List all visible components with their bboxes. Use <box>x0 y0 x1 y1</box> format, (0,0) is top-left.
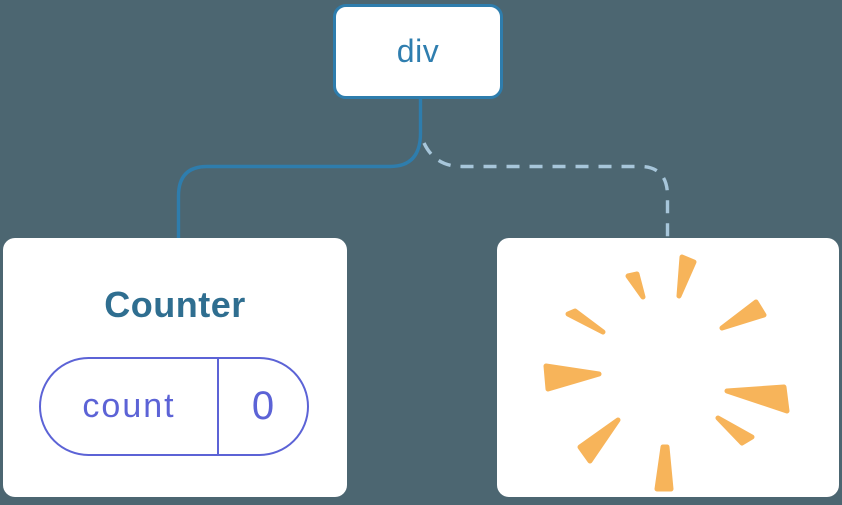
connector-dashed <box>422 142 670 238</box>
state-pill: count 0 <box>39 357 309 456</box>
poof-ray-lower-right <box>715 415 755 446</box>
state-value-label: 0 <box>251 384 275 428</box>
poof-starburst-icon <box>543 254 790 492</box>
connector-solid <box>176 99 423 238</box>
poof-ray-top <box>676 254 697 299</box>
poof-ray-left <box>543 363 602 392</box>
removed-node <box>497 238 839 497</box>
state-key-label: count <box>41 359 219 454</box>
poof-ray-lower-left <box>577 417 621 464</box>
counter-node: Counter count 0 <box>3 238 347 497</box>
poof-ray-upper-right <box>719 299 767 331</box>
counter-title: Counter <box>104 284 246 325</box>
poof-ray-top-left-small <box>625 271 646 300</box>
root-node-label: div <box>396 33 440 69</box>
poof-ray-bottom <box>654 444 674 492</box>
poof-ray-upper-left <box>565 308 606 335</box>
root-node: div <box>333 4 503 99</box>
poof-ray-right <box>724 384 790 414</box>
